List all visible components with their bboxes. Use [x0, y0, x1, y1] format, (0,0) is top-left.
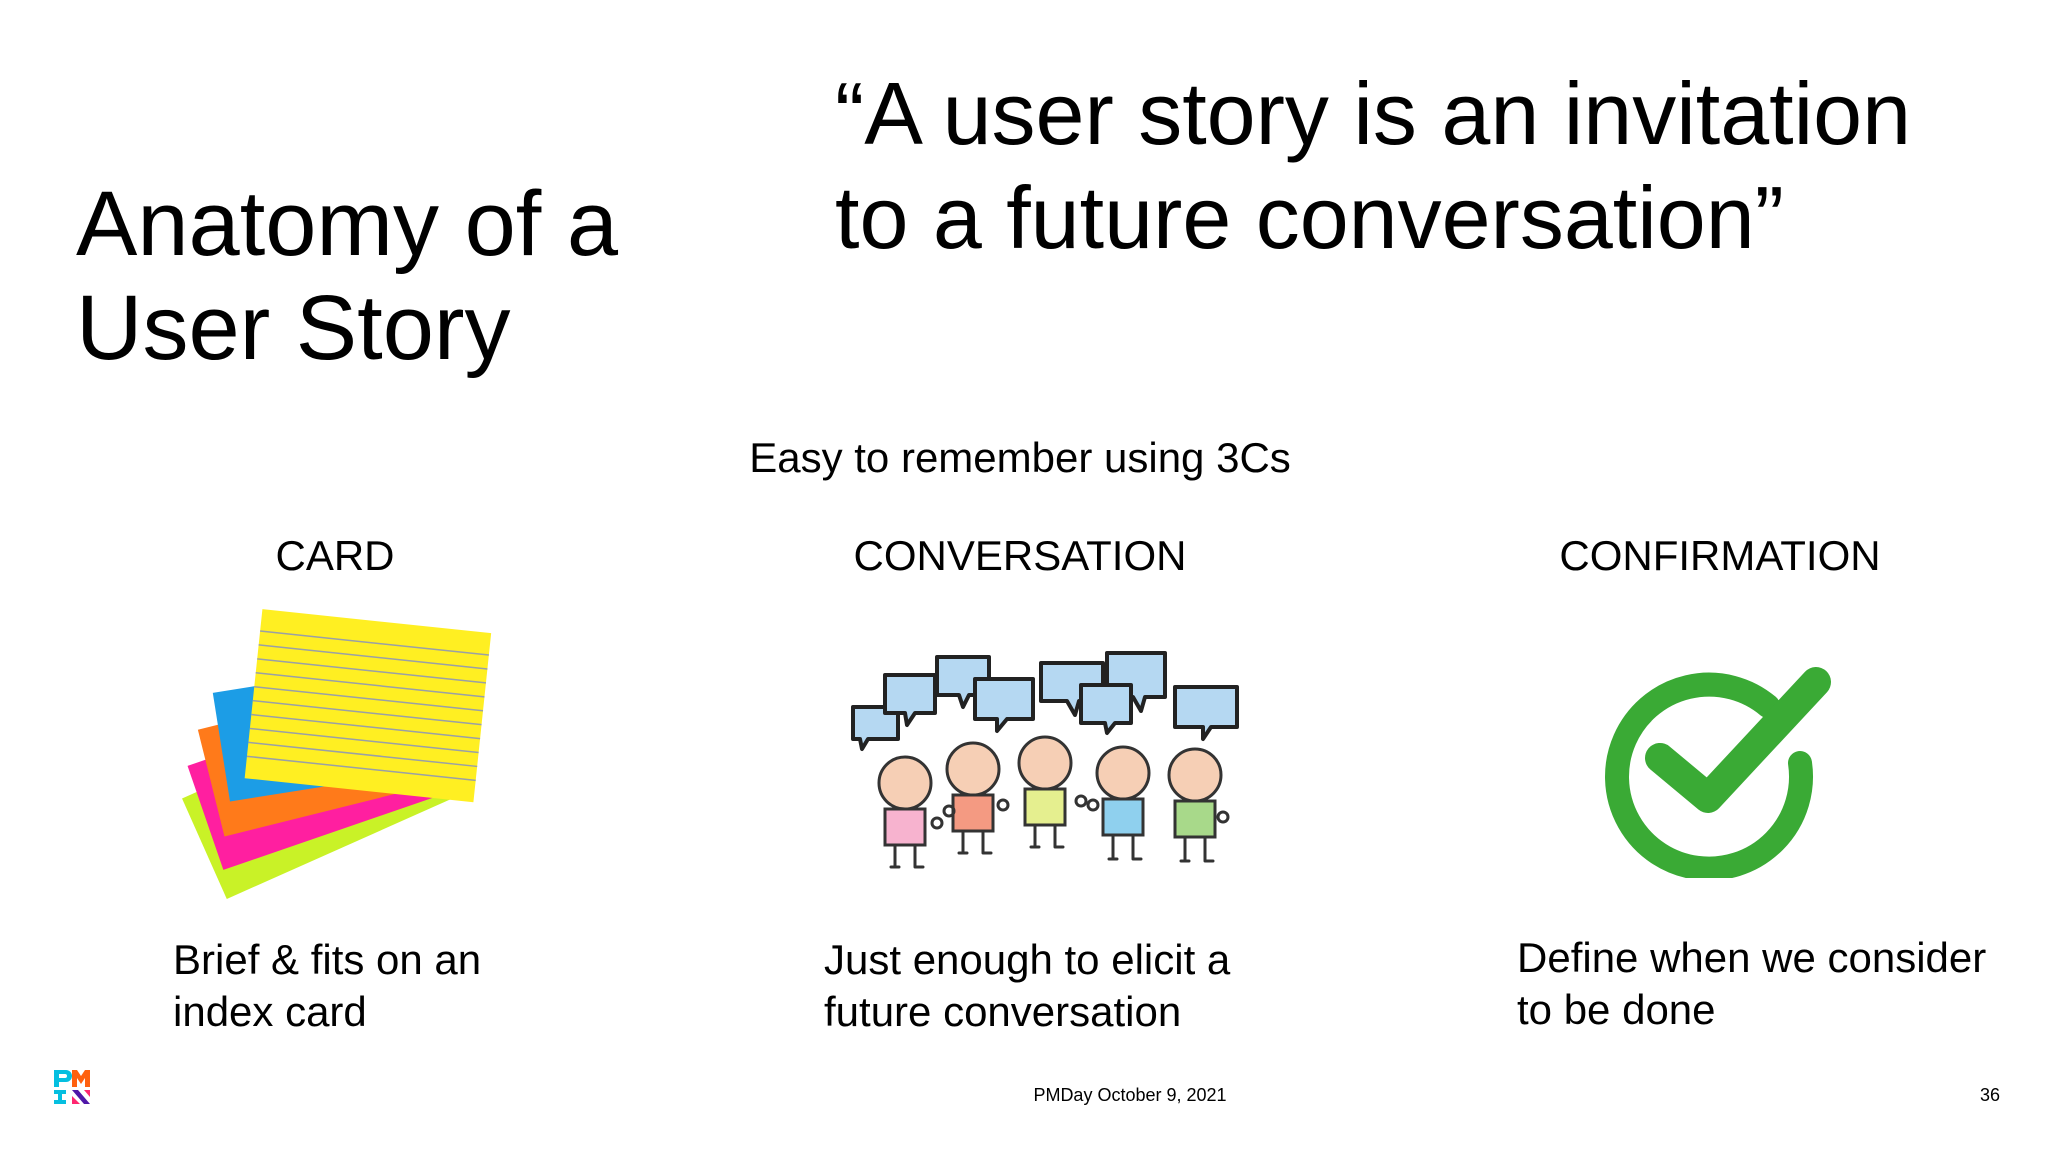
card-desc-line-1: Brief & fits on an [173, 936, 482, 983]
confirmation-desc-line-1: Define when we consider [1517, 934, 1987, 981]
people-talking-illustration [845, 645, 1265, 885]
confirmation-desc-line-2: to be done [1517, 986, 1716, 1033]
confirmation-heading: CONFIRMATION [1559, 532, 1881, 579]
conversation-desc-line-1: Just enough to elicit a [824, 936, 1231, 983]
index-cards-illustration [180, 600, 500, 920]
conversation-heading: CONVERSATION [853, 532, 1187, 579]
footer-event-text: PMDay October 9, 2021 [1033, 1085, 1227, 1105]
slide-quote: “A user story is an invitation to a futu… [835, 62, 1985, 270]
checkmark-circle-icon [1598, 648, 1838, 878]
card-desc-line-2: index card [173, 988, 367, 1035]
subtitle: Easy to remember using 3Cs [749, 434, 1291, 481]
conversation-desc-line-2: future conversation [824, 988, 1182, 1035]
title-line-2: User Story [76, 277, 511, 379]
page-number: 36 [1979, 1085, 2000, 1105]
title-line-1: Anatomy of a [76, 173, 619, 275]
confirmation-description: Define when we consider to be done [1517, 932, 2037, 1036]
slide-title: Anatomy of a User Story [76, 172, 716, 380]
card-description: Brief & fits on an index card [173, 934, 653, 1038]
quote-line-2: to a future conversation” [835, 168, 1784, 267]
card-heading: CARD [275, 532, 395, 579]
pmi-logo [52, 1068, 92, 1104]
conversation-description: Just enough to elicit a future conversat… [824, 934, 1344, 1038]
quote-line-1: “A user story is an invitation [835, 64, 1912, 163]
